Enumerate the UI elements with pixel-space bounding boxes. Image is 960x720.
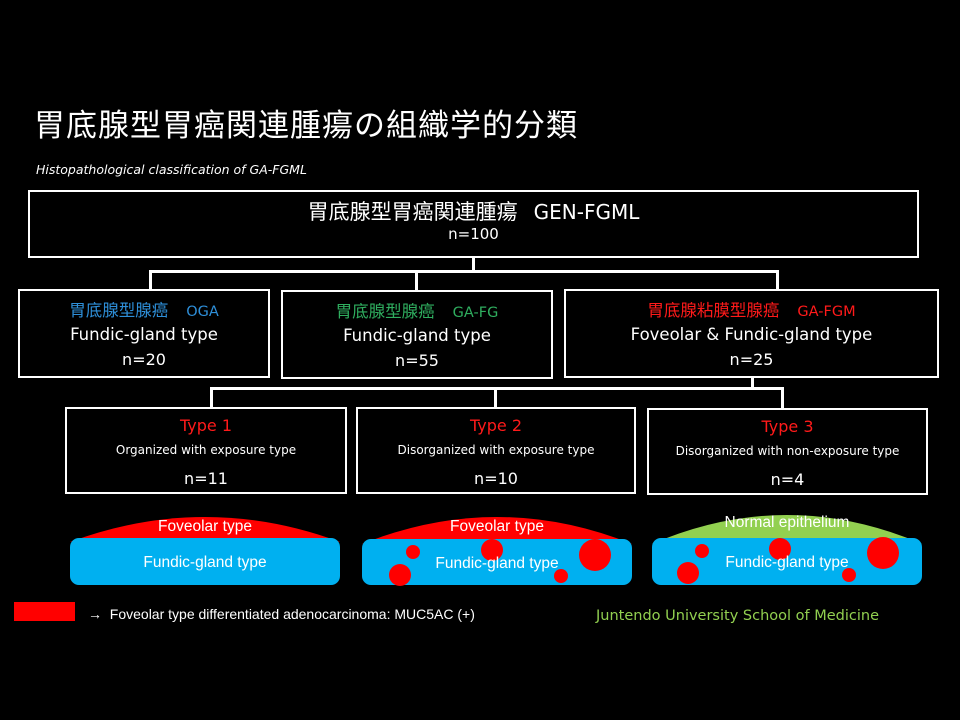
- connector: [781, 387, 784, 408]
- tumor-focus: [695, 544, 709, 558]
- type-box-2: Type 2 Disorganized with exposure type n…: [356, 407, 636, 494]
- subtype-box-ga-fg: 胃底腺型腺癌 GA-FG Fundic-gland type n=55: [281, 290, 553, 379]
- subtype-type-label: Fundic-gland type: [343, 326, 491, 345]
- foveolar-layer: [362, 517, 632, 544]
- type-count: n=10: [474, 469, 518, 488]
- tumor-focus: [389, 564, 411, 586]
- illustration-type-3: Normal epithelium Fundic-gland type: [652, 500, 922, 586]
- bottom-layer-label: Fundic-gland type: [725, 554, 849, 571]
- tumor-focus: [554, 569, 568, 583]
- subtype-abbr: OGA: [186, 304, 219, 320]
- legend-swatch: [14, 602, 75, 621]
- tumor-focus: [481, 539, 503, 561]
- fundic-gland-layer: [70, 538, 340, 585]
- subtype-jp-label: 胃底腺型腺癌: [69, 301, 169, 320]
- subtype-abbr: GA-FGM: [797, 304, 856, 320]
- connector: [149, 270, 778, 273]
- type-label: Type 2: [469, 416, 522, 435]
- connector: [494, 387, 497, 408]
- subtype-count: n=20: [122, 350, 166, 369]
- subtype-count: n=25: [729, 350, 774, 369]
- tissue-diagram: [362, 517, 632, 586]
- subtype-count: n=55: [395, 351, 439, 370]
- tumor-focus: [406, 545, 420, 559]
- root-box: 胃底腺型胃癌関連腫瘍 GEN-FGML n=100: [28, 190, 919, 258]
- connector: [472, 258, 475, 272]
- page-title: 胃底腺型胃癌関連腫瘍の組織学的分類: [34, 108, 578, 144]
- connector: [415, 270, 418, 290]
- subtype-type-label: Fundic-gland type: [70, 325, 218, 344]
- connector: [210, 387, 784, 390]
- top-layer-label: Normal epithelium: [724, 514, 850, 531]
- connector: [149, 270, 152, 290]
- illustration-type-2: Foveolar type Fundic-gland type: [362, 502, 632, 586]
- connector: [776, 270, 779, 290]
- top-layer-label: Foveolar type: [450, 518, 544, 535]
- bottom-layer-label: Fundic-gland type: [143, 554, 267, 571]
- subtype-box-oga: 胃底腺型腺癌 OGA Fundic-gland type n=20: [18, 289, 270, 378]
- connector: [751, 378, 754, 389]
- illustration-type-1: Foveolar type Fundic-gland type: [70, 502, 340, 586]
- type-count: n=4: [770, 470, 805, 489]
- type-box-3: Type 3 Disorganized with non-exposure ty…: [647, 408, 928, 495]
- type-box-1: Type 1 Organized with exposure type n=11: [65, 407, 347, 494]
- tumor-focus: [867, 537, 899, 569]
- type-count: n=11: [184, 469, 228, 488]
- root-jp-label: 胃底腺型胃癌関連腫瘍: [307, 200, 518, 224]
- root-count: n=100: [448, 225, 499, 243]
- subtype-type-label: Foveolar & Fundic-gland type: [630, 325, 873, 344]
- subtype-abbr: GA-FG: [452, 305, 499, 321]
- type-label: Type 3: [761, 417, 814, 436]
- tumor-focus: [677, 562, 699, 584]
- type-label: Type 1: [179, 416, 232, 435]
- bottom-layer-label: Fundic-gland type: [435, 555, 559, 572]
- type-description: Disorganized with non-exposure type: [675, 444, 900, 458]
- tissue-diagram: [70, 517, 340, 585]
- subtype-box-ga-fgm: 胃底腺粘膜型腺癌 GA-FGM Foveolar & Fundic-gland t…: [564, 289, 939, 378]
- institution-credit: Juntendo University School of Medicine: [596, 608, 879, 624]
- subtype-jp-label: 胃底腺型腺癌: [335, 302, 435, 321]
- tissue-diagram: [652, 515, 922, 585]
- tumor-focus: [579, 539, 611, 571]
- arrow-icon: →: [88, 606, 102, 622]
- foveolar-layer: [70, 517, 340, 542]
- tumor-focus: [769, 538, 791, 560]
- root-en-label: GEN-FGML: [533, 200, 640, 224]
- subtype-jp-label: 胃底腺粘膜型腺癌: [647, 301, 780, 320]
- page-subtitle: Histopathological classification of GA-F…: [36, 162, 307, 177]
- type-description: Organized with exposure type: [115, 443, 297, 457]
- top-layer-label: Foveolar type: [158, 518, 252, 535]
- type-description: Disorganized with exposure type: [397, 443, 595, 457]
- normal-epithelium-layer: [652, 515, 922, 544]
- connector: [210, 387, 213, 408]
- tumor-focus: [842, 568, 856, 582]
- legend-label: Foveolar type differentiated adenocarcin…: [109, 606, 475, 622]
